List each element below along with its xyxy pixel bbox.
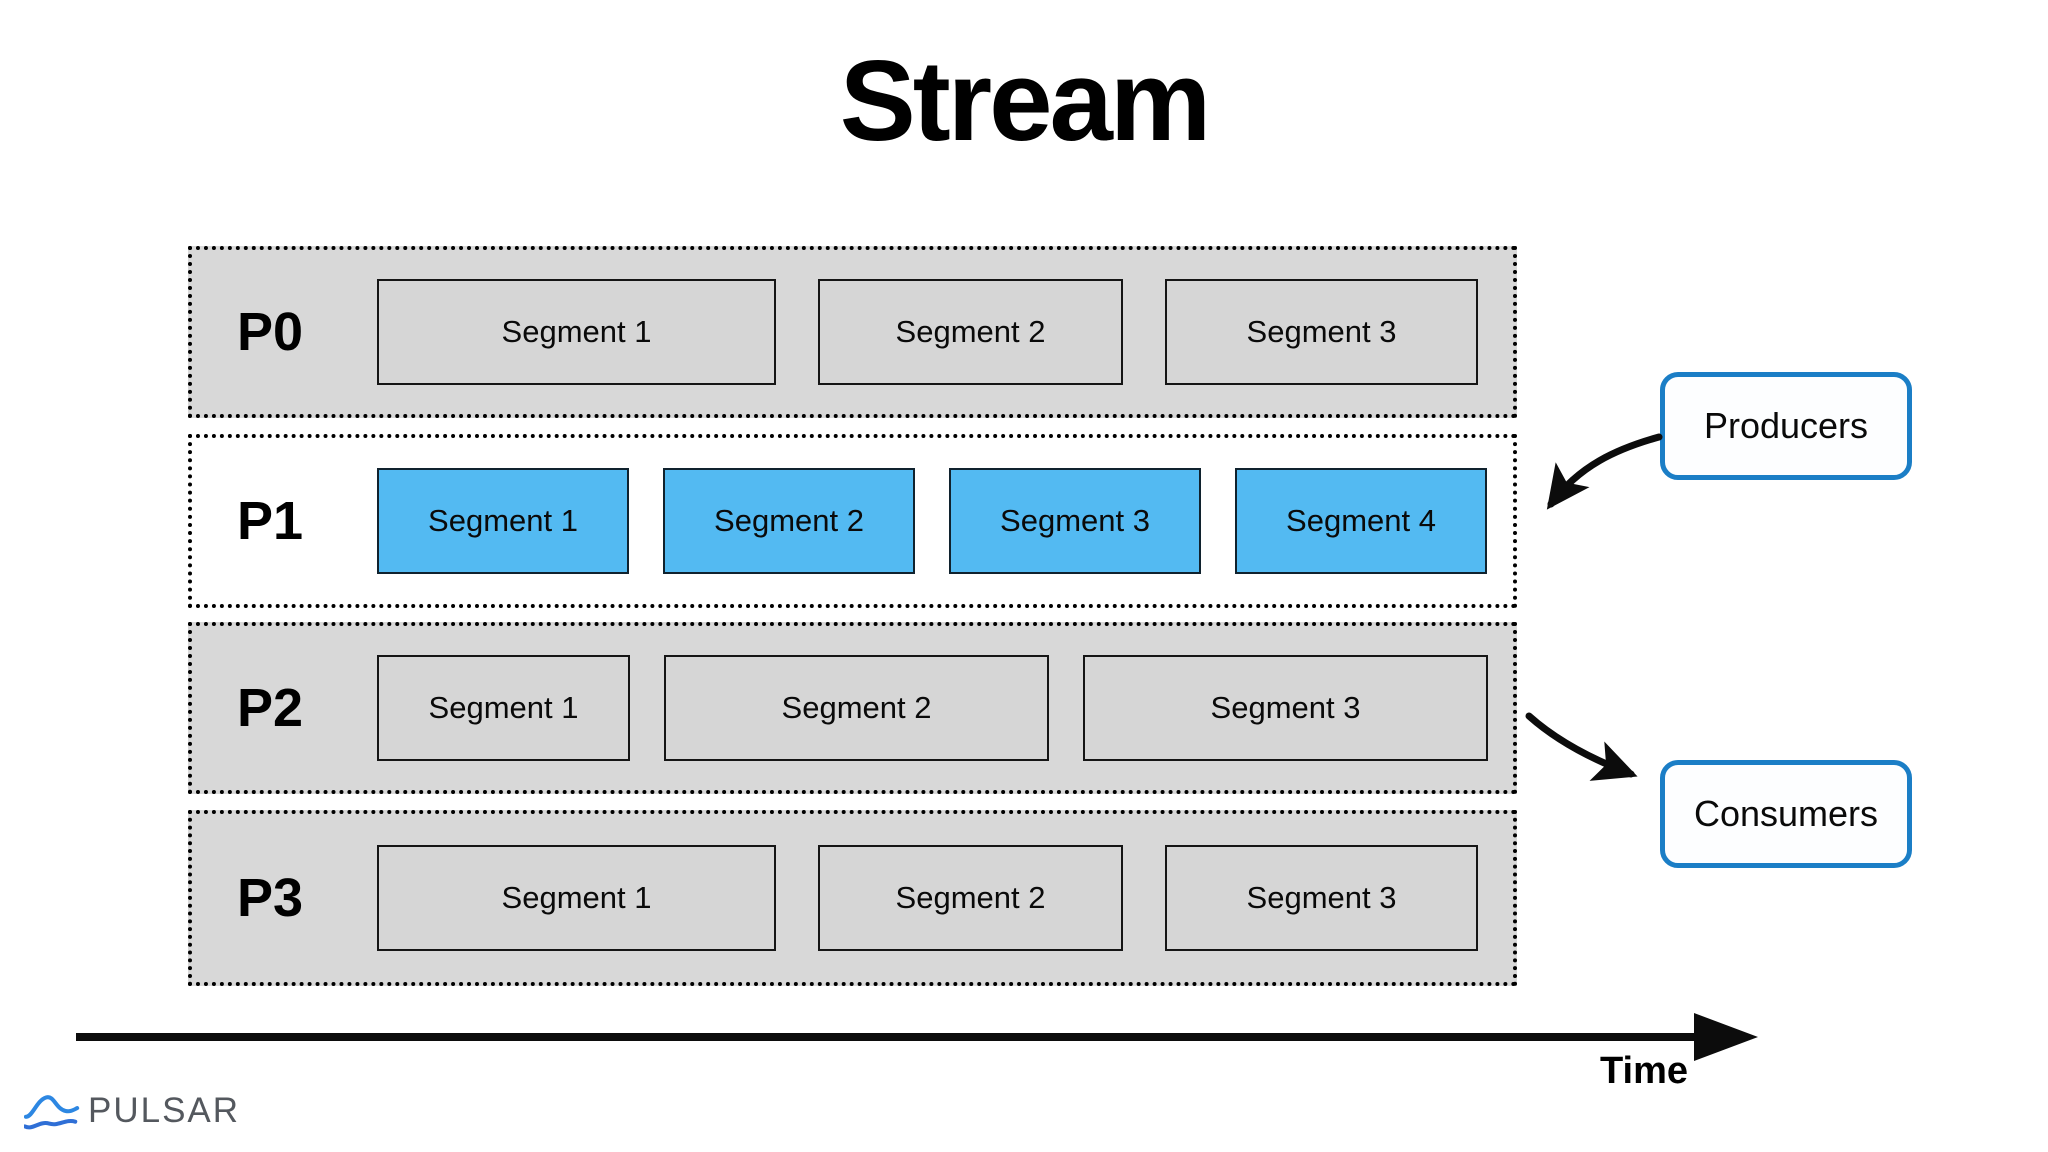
- segment-box: Segment 3: [1165, 845, 1478, 951]
- consumers-arrow-icon: [1525, 712, 1638, 781]
- time-axis-arrowhead-icon: [1694, 1013, 1758, 1061]
- producers-arrow-icon: [1546, 433, 1663, 510]
- partition-row-p1: P1 Segment 1 Segment 2 Segment 3 Segment…: [188, 434, 1517, 608]
- segment-box: Segment 1: [377, 279, 776, 385]
- segment-box: Segment 2: [818, 845, 1123, 951]
- segment-box-highlighted: Segment 4: [1235, 468, 1487, 574]
- page-title: Stream: [839, 38, 1212, 165]
- segment-box: Segment 2: [818, 279, 1123, 385]
- pulsar-logo: PULSAR: [24, 1088, 240, 1134]
- producers-box: Producers: [1660, 372, 1912, 480]
- consumers-label: Consumers: [1693, 793, 1879, 834]
- pulsar-logo-icon: [24, 1095, 80, 1130]
- segment-box: Segment 3: [1083, 655, 1488, 761]
- partition-row-p0: P0 Segment 1 Segment 2 Segment 3: [188, 246, 1517, 418]
- producers-label: Producers: [1703, 405, 1869, 446]
- consumers-box: Consumers: [1660, 760, 1912, 868]
- partition-label-p2: P2: [237, 678, 304, 738]
- segment-box-highlighted: Segment 1: [377, 468, 629, 574]
- partition-label-p0: P0: [237, 302, 304, 362]
- segment-box: Segment 2: [664, 655, 1049, 761]
- segment-group-p1: Segment 1 Segment 2 Segment 3 Segment 4: [377, 468, 1487, 574]
- partition-label-p1: P1: [237, 491, 304, 551]
- partition-row-p3: P3 Segment 1 Segment 2 Segment 3: [188, 810, 1517, 986]
- segment-box-highlighted: Segment 3: [949, 468, 1201, 574]
- segment-group-p2: Segment 1 Segment 2 Segment 3: [377, 655, 1488, 761]
- segment-box: Segment 3: [1165, 279, 1478, 385]
- segment-box: Segment 1: [377, 845, 776, 951]
- partition-row-p2: P2 Segment 1 Segment 2 Segment 3: [188, 622, 1517, 794]
- segment-box-highlighted: Segment 2: [663, 468, 915, 574]
- pulsar-wordmark: PULSAR: [88, 1091, 241, 1130]
- segment-box: Segment 1: [377, 655, 630, 761]
- partition-label-p3: P3: [237, 868, 304, 928]
- time-axis-label: Time: [1600, 1050, 1689, 1092]
- segment-group-p0: Segment 1 Segment 2 Segment 3: [377, 279, 1478, 385]
- segment-group-p3: Segment 1 Segment 2 Segment 3: [377, 845, 1478, 951]
